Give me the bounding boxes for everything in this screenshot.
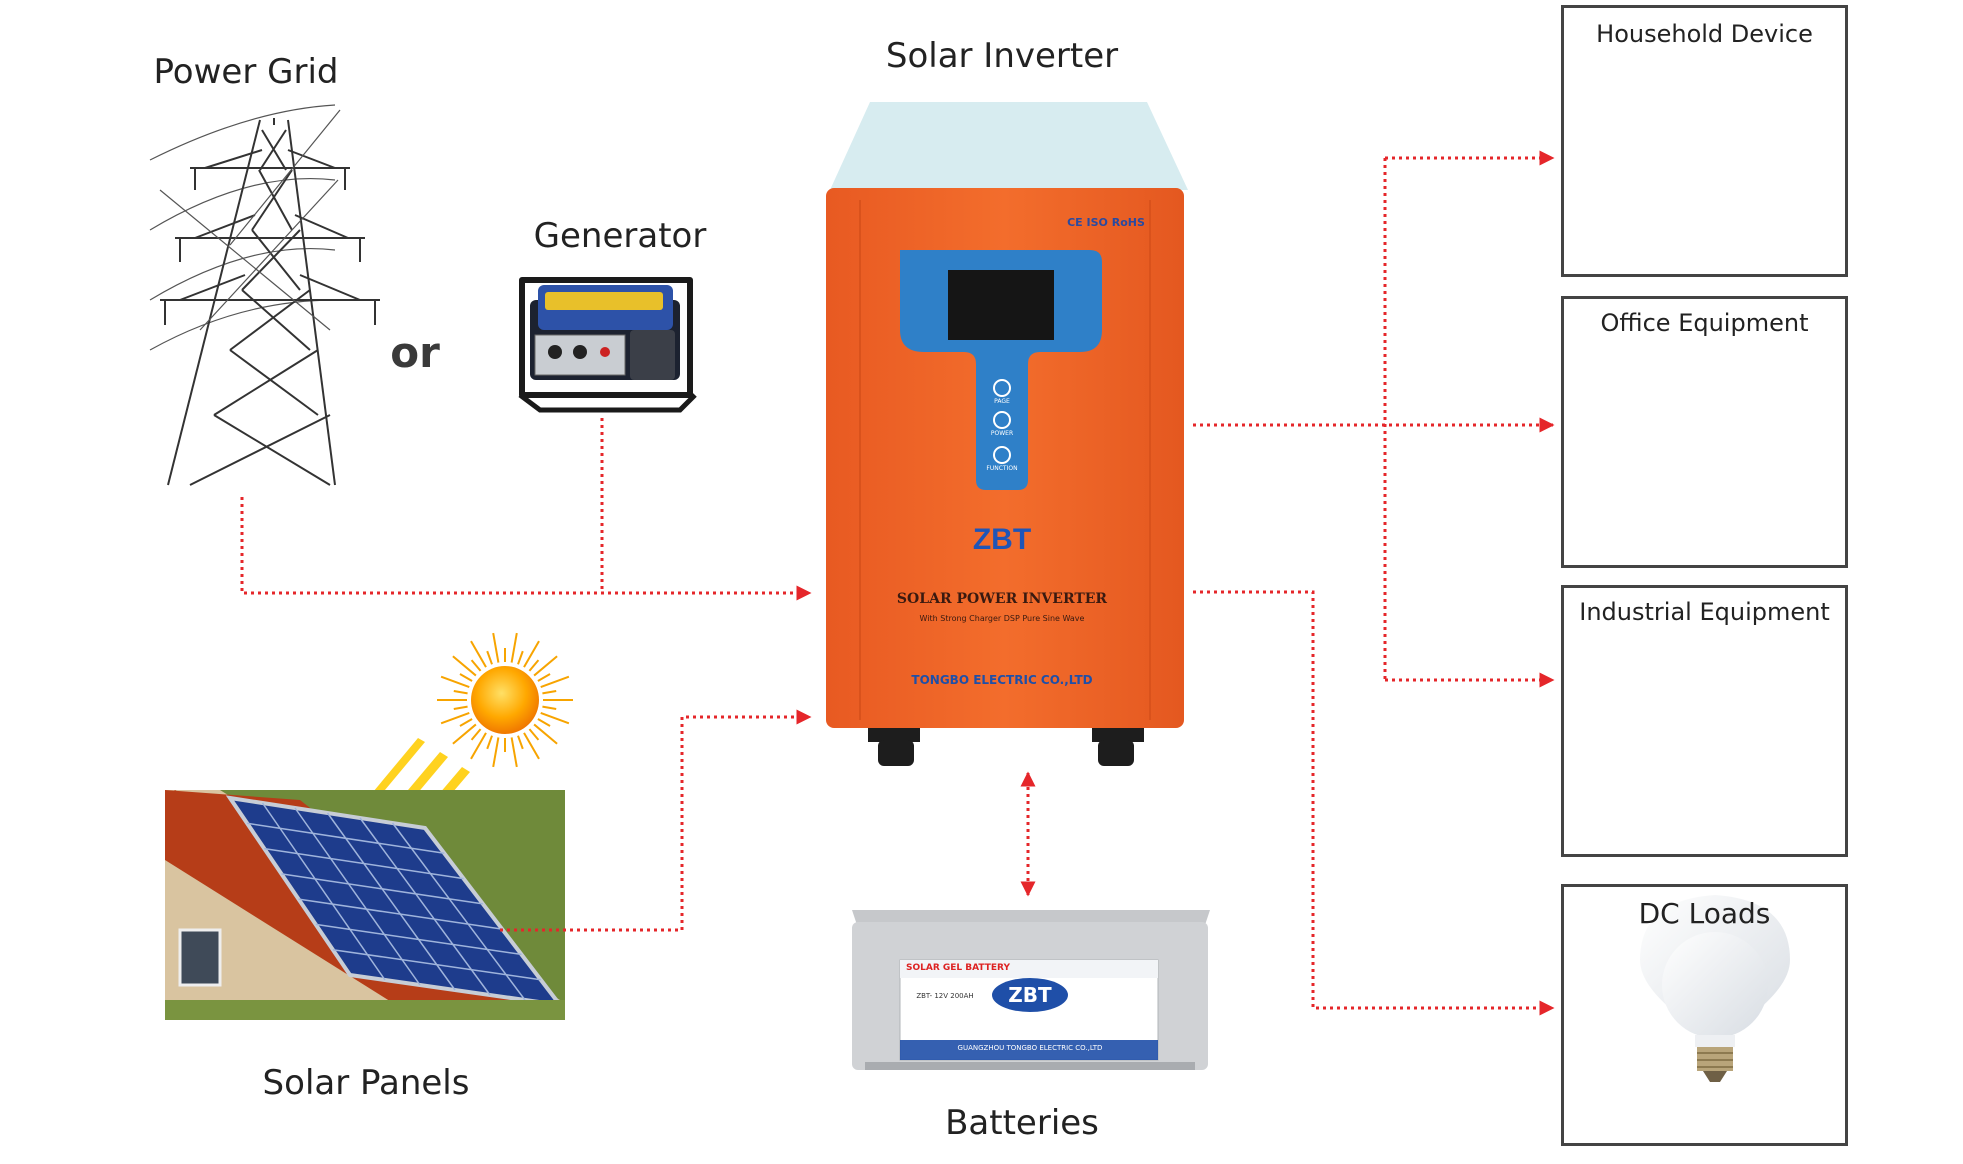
inverter-to-dc-loads-arrow [1193, 590, 1555, 1016]
sun-ray [517, 650, 524, 665]
battery-company: GUANGZHOU TONGBO ELECTRIC CO.,LTD [957, 1044, 1103, 1052]
sun-ray [537, 673, 551, 682]
sun-ray [492, 737, 500, 768]
light-bulb-icon [1640, 895, 1790, 1082]
generator-icon [518, 277, 697, 413]
sun-ray [453, 689, 468, 695]
sun-ray [542, 689, 557, 695]
office-equipment-box: Office Equipment [1561, 296, 1848, 568]
panel-btn-page-label: PAGE [994, 398, 1010, 405]
solar-roof-icon [165, 790, 565, 1020]
panel-buttons [993, 379, 1011, 464]
connector-arrows [240, 150, 1555, 1016]
sun-ray [440, 675, 470, 688]
battery-icon [852, 910, 1210, 1070]
sun-ray [517, 735, 524, 750]
sun-ray [492, 632, 500, 663]
sun-ray [459, 718, 473, 727]
inverter-wheels [868, 728, 1144, 766]
sun-ray [470, 640, 487, 668]
sun-icon [437, 632, 573, 768]
sun-ray [459, 673, 473, 682]
panel-grid-line [247, 822, 445, 855]
solar-to-inverter-arrow [500, 709, 812, 932]
sun-ray [523, 732, 540, 760]
sun-ray [452, 723, 477, 745]
panel-grid-line [294, 807, 421, 986]
inverter-company: TONGBO ELECTRIC CO.,LTD [911, 673, 1093, 687]
sun-ray [533, 655, 558, 677]
panel-btn-function-label: FUNCTION [986, 465, 1018, 472]
grid-to-inverter-arrow [240, 497, 812, 601]
sun-ray [486, 650, 493, 665]
inverter-tagline: With Strong Charger DSP Pure Sine Wave [919, 614, 1085, 623]
battery-header: SOLAR GEL BATTERY [905, 963, 1011, 973]
solar-inverter-label: Solar Inverter [885, 36, 1119, 76]
sun-ray [510, 632, 518, 663]
sun-ray [453, 705, 468, 711]
sun-ray [440, 712, 470, 725]
panel-grid-line [298, 898, 503, 930]
battery-model: ZBT- 12V 200AH [916, 992, 974, 1000]
inverter-product-name: SOLAR POWER INVERTER [896, 591, 1108, 607]
inverter-illustration [826, 102, 1188, 766]
dc-loads-title: DC Loads [1638, 897, 1771, 930]
sun-ray [537, 718, 551, 727]
panel-grid-line [261, 802, 386, 981]
cert-marks: CE ISO RoHS [1067, 216, 1145, 229]
household-device-box: Household Device [1561, 5, 1848, 277]
batteries-label: Batteries [945, 1103, 1099, 1143]
sun-ray [540, 712, 570, 725]
dc-loads-box: DC Loads [1561, 884, 1848, 1146]
battery-brand: ZBT [1008, 983, 1052, 1007]
sun-ray [470, 732, 487, 760]
sun-ray [523, 640, 540, 668]
inverter-brand-logo: ZBT [972, 523, 1032, 556]
or-separator-label: or [390, 328, 440, 377]
sun-ray [486, 735, 493, 750]
sun-ray [540, 675, 570, 688]
panel-grid-line [315, 923, 522, 956]
generator-label: Generator [533, 216, 707, 256]
panel-btn-power-label: POWER [990, 430, 1014, 437]
panel-grid-line [391, 822, 526, 1001]
panel-grid-line [332, 948, 541, 981]
solar-panels-label: Solar Panels [262, 1063, 470, 1103]
panel-grid-line [281, 873, 483, 905]
panel-grid-line [359, 817, 491, 996]
sun-ray [510, 737, 518, 768]
industrial-equipment-title: Industrial Equipment [1579, 598, 1830, 626]
sun-ray [528, 659, 540, 672]
power-grid-label: Power Grid [153, 52, 339, 92]
office-equipment-title: Office Equipment [1600, 309, 1809, 337]
household-device-title: Household Device [1596, 20, 1813, 48]
industrial-equipment-box: Industrial Equipment [1561, 585, 1848, 857]
panel-grid-line [326, 812, 456, 991]
sun-ray [452, 655, 477, 677]
sun-ray [470, 659, 482, 672]
sun-ray [470, 728, 482, 741]
panel-grid-line [264, 847, 464, 880]
sun-ray [528, 728, 540, 741]
sun-ray [533, 723, 558, 745]
sun-ray [542, 705, 557, 711]
transmission-tower-icon [149, 104, 380, 486]
